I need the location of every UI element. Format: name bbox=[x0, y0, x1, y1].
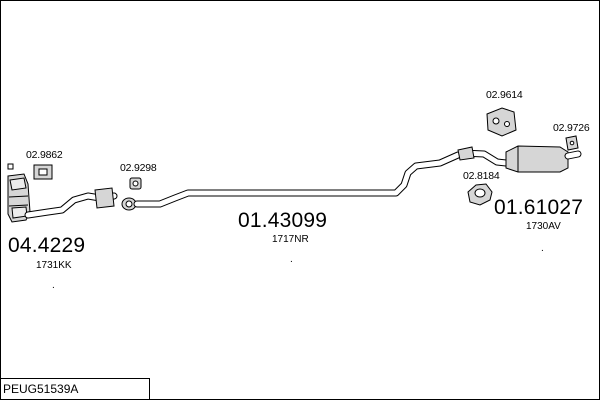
footer-code-box: PEUG51539A bbox=[0, 378, 150, 399]
part-number-mid: 01.43099 bbox=[238, 209, 327, 232]
tiny-sensor-icon bbox=[7, 163, 14, 170]
footer-code: PEUG51539A bbox=[3, 382, 79, 396]
bracket-icon[interactable] bbox=[565, 135, 579, 151]
part-sub-cat: 1731KK bbox=[36, 260, 72, 271]
ref-rubber-hanger: 02.9614 bbox=[486, 89, 523, 101]
dot-rear: . bbox=[541, 243, 544, 254]
middle-pipe[interactable] bbox=[133, 151, 462, 208]
clamp-icon[interactable] bbox=[129, 177, 142, 190]
gasket-icon[interactable] bbox=[33, 164, 53, 180]
part-sub-rear: 1730AV bbox=[526, 221, 561, 232]
dot-cat: . bbox=[52, 280, 55, 291]
rubber-hanger-icon[interactable] bbox=[486, 107, 517, 137]
part-sub-mid: 1717NR bbox=[272, 234, 309, 245]
rear-silencer[interactable] bbox=[505, 145, 582, 173]
ref-gasket-front: 02.9862 bbox=[26, 149, 63, 161]
part-number-rear: 01.61027 bbox=[494, 196, 583, 219]
rubber-ring-icon[interactable] bbox=[467, 183, 493, 206]
dot-mid: . bbox=[290, 254, 293, 265]
part-number-cat: 04.4229 bbox=[8, 234, 85, 257]
ref-clamp: 02.9298 bbox=[120, 162, 157, 174]
ref-ring: 02.8184 bbox=[463, 170, 500, 182]
catalytic-converter[interactable] bbox=[7, 173, 31, 223]
pipe-flange bbox=[94, 187, 115, 209]
rear-inlet-pipe[interactable] bbox=[457, 146, 510, 167]
ref-bracket: 02.9726 bbox=[553, 122, 590, 134]
